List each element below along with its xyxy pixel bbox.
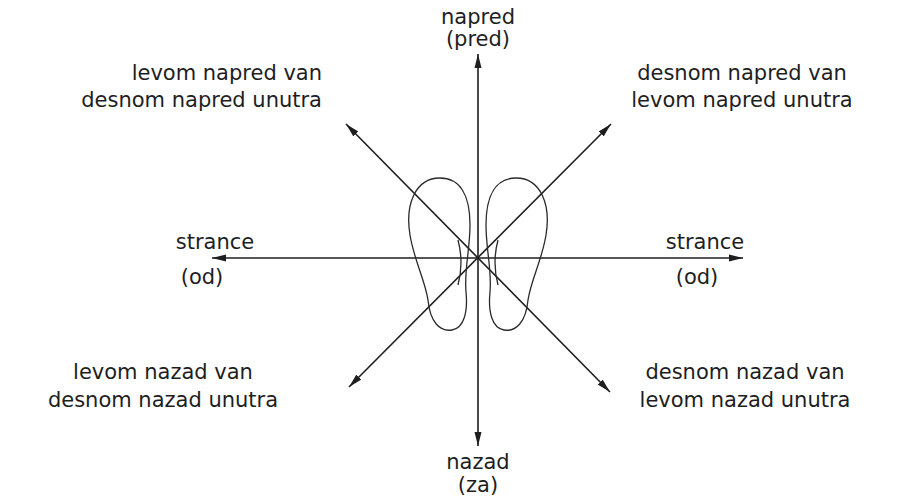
diagonal-arrow xyxy=(346,124,610,392)
direction-label: levom napred unutra xyxy=(631,89,852,111)
direction-label: (pred) xyxy=(446,28,510,50)
direction-label: (od) xyxy=(676,266,719,288)
direction-label: levom nazad unutra xyxy=(640,389,851,411)
direction-label: strance xyxy=(666,231,744,253)
direction-label: levom nazad van xyxy=(73,361,253,383)
direction-label: desnom napred unutra xyxy=(81,89,322,111)
forward-back-arrow xyxy=(477,54,479,446)
footprint-detail xyxy=(495,240,498,285)
left-footprint xyxy=(409,178,470,330)
direction-label: (od) xyxy=(181,266,224,288)
direction-label: desnom nazad unutra xyxy=(48,389,278,411)
direction-label: desnom nazad van xyxy=(645,361,844,383)
diagonal-arrow xyxy=(349,124,611,387)
direction-label: desnom napred van xyxy=(637,62,847,84)
direction-label: (za) xyxy=(458,474,498,496)
direction-label: levom napred van xyxy=(132,62,322,84)
right-footprint xyxy=(486,178,547,330)
direction-label: strance xyxy=(176,231,254,253)
direction-label: napred xyxy=(441,6,515,28)
direction-label: nazad xyxy=(446,451,509,473)
footprint-detail xyxy=(458,240,461,285)
